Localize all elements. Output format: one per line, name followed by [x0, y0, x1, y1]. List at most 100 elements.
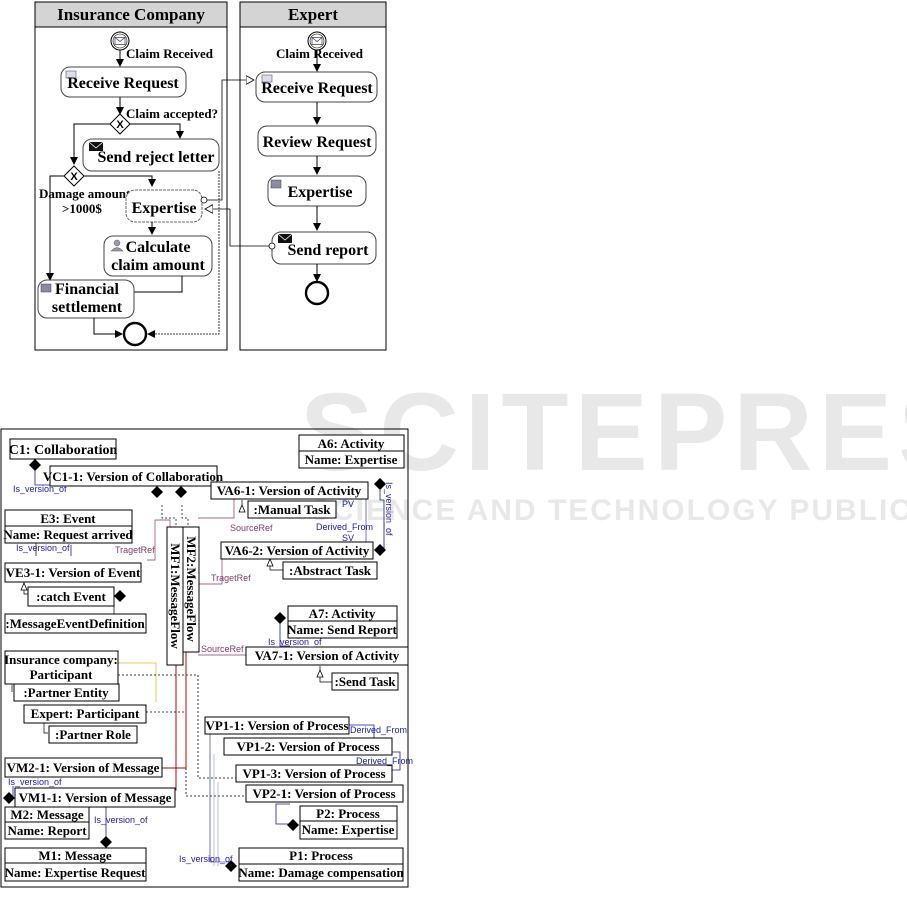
svg-text:Is_version_of: Is_version_of	[16, 543, 70, 553]
svg-text:VA7-1: Version of Activity: VA7-1: Version of Activity	[255, 648, 400, 663]
p2-process: P2: Process Name: Expertise	[299, 805, 398, 840]
svg-text:VP1-2: Version of Process: VP1-2: Version of Process	[236, 739, 379, 754]
svg-text:Receive Request: Receive Request	[67, 75, 179, 92]
script-icon	[270, 179, 282, 189]
svg-text:TragetRef: TragetRef	[211, 573, 251, 583]
svg-text:Financial: Financial	[55, 281, 120, 298]
ins-end-event	[122, 321, 148, 347]
svg-text:Expertise: Expertise	[288, 184, 353, 201]
svg-text:Is_version_of: Is_version_of	[8, 777, 62, 787]
svg-text::Partner Role: :Partner Role	[55, 727, 131, 742]
m1-message: M1: Message Name: Expertise Request	[4, 847, 147, 882]
svg-text:VA6-1: Version of Activity: VA6-1: Version of Activity	[217, 483, 362, 498]
manual-task: :Manual Task	[247, 500, 337, 519]
svg-text:Name: Expertise: Name: Expertise	[302, 822, 395, 837]
svg-text:Review Request: Review Request	[263, 134, 373, 151]
svg-text:VA6-2: Version of Activity: VA6-2: Version of Activity	[225, 543, 370, 558]
svg-text:VM1-1: Version of Message: VM1-1: Version of Message	[19, 790, 172, 805]
svg-text:Is_version_of: Is_version_of	[94, 815, 148, 825]
svg-text:Participant: Participant	[30, 667, 93, 682]
svg-text:X: X	[116, 119, 124, 131]
vp1-3-version-of-process: VP1-3: Version of Process	[235, 764, 393, 783]
svg-text:E3: Event: E3: Event	[40, 511, 96, 526]
svg-text:X: X	[70, 171, 78, 183]
exp-claim-received: Claim Received	[276, 46, 364, 61]
svg-text::MessageEventDefinition: :MessageEventDefinition	[5, 616, 145, 631]
svg-text:Is_version_of: Is_version_of	[13, 484, 67, 494]
p1-process: P1: Process Name: Damage compensation	[238, 847, 404, 882]
generalization-triangles	[20, 503, 324, 678]
svg-text:Derived_From: Derived_From	[316, 522, 373, 532]
envelope-filled-icon	[278, 234, 292, 243]
svg-text:MF1:MessageFlow: MF1:MessageFlow	[168, 543, 183, 649]
va7-1-version-of-activity: VA7-1: Version of Activity	[245, 646, 409, 666]
svg-text:A6: Activity: A6: Activity	[318, 436, 385, 451]
ins-claim-accepted: Claim accepted?	[126, 106, 218, 121]
vc1-version-of-collaboration: VC1-1: Version of Collaboration	[43, 465, 224, 487]
envelope-icon	[65, 70, 77, 79]
svg-text:C1: Collaboration: C1: Collaboration	[9, 443, 118, 458]
exp-receive-request-task: Receive Request	[255, 71, 378, 103]
svg-text:A7: Activity: A7: Activity	[309, 606, 376, 621]
svg-text:TragetRef: TragetRef	[115, 545, 155, 555]
message-event-definition: :MessageEventDefinition	[4, 613, 147, 634]
svg-text:claim amount: claim amount	[111, 257, 205, 274]
svg-text:VP1-3: Version of Process: VP1-3: Version of Process	[242, 766, 385, 781]
ve3-version-of-event: VE3-1: Version of Event	[4, 562, 142, 583]
ins-gateway-claim-accepted: X	[109, 113, 131, 135]
svg-text:P2: Process: P2: Process	[316, 806, 380, 821]
svg-text:Name: Send Report: Name: Send Report	[287, 622, 397, 637]
svg-text:M2: Message: M2: Message	[10, 807, 84, 822]
exp-expertise-task: Expertise	[267, 175, 367, 207]
watermark-main: SCITEPRESS	[300, 371, 907, 494]
ins-financial-settlement-task: Financial settlement	[37, 279, 135, 319]
svg-text:Name: Expertise: Name: Expertise	[305, 452, 398, 467]
svg-text::Abstract Task: :Abstract Task	[289, 563, 372, 578]
va6-1-version-of-activity: VA6-1: Version of Activity	[210, 481, 369, 500]
svg-text:VC1-1: Version of Collaboratio: VC1-1: Version of Collaboration	[43, 469, 224, 484]
pool-expert-title: Expert	[288, 5, 338, 24]
svg-text:VM2-1: Version of Message: VM2-1: Version of Message	[7, 760, 160, 775]
svg-text:settlement: settlement	[52, 299, 123, 316]
exp-review-request-task: Review Request	[257, 125, 377, 157]
a6-activity: A6: Activity Name: Expertise	[298, 434, 405, 469]
va6-2-version-of-activity: VA6-2: Version of Activity	[220, 541, 374, 560]
mf1-message-flow: MF1:MessageFlow	[166, 526, 184, 666]
mf2-message-flow: MF2:MessageFlow	[182, 526, 200, 653]
svg-text:Calculate: Calculate	[126, 239, 191, 256]
envelope-filled-icon	[89, 142, 103, 151]
watermark-sub: SCIENCE AND TECHNOLOGY PUBLICATIONS	[310, 494, 907, 527]
ins-damage-amount: Damage amount	[39, 186, 131, 201]
expert-participant: Expert: Participant	[23, 704, 147, 724]
partner-role: :Partner Role	[48, 725, 138, 744]
svg-text:PV: PV	[342, 499, 354, 509]
ins-claim-received: Claim Received	[126, 46, 214, 61]
svg-text:VP1-1: Version of Process: VP1-1: Version of Process	[205, 718, 348, 733]
vm2-version-of-message: VM2-1: Version of Message	[4, 757, 163, 778]
abstract-task: :Abstract Task	[282, 561, 378, 580]
ins-gateway-damage-amount: X	[63, 165, 85, 187]
svg-text:Name: Expertise Request: Name: Expertise Request	[5, 865, 146, 880]
catch-event: :catch Event	[27, 586, 115, 607]
svg-text:SV: SV	[342, 533, 354, 543]
vm1-version-of-message: VM1-1: Version of Message	[14, 787, 176, 808]
send-task: :Send Task	[331, 672, 399, 691]
svg-text:SourceRef: SourceRef	[230, 523, 273, 533]
svg-text:VP2-1: Version of Process: VP2-1: Version of Process	[252, 786, 395, 801]
envelope-icon	[114, 37, 126, 45]
a7-activity: A7: Activity Name: Send Report	[287, 605, 398, 639]
pool-insurance-title: Insurance Company	[57, 5, 205, 24]
message-flow-report	[205, 209, 272, 246]
envelope-icon	[311, 37, 323, 45]
ins-calculate-claim-task: Calculate claim amount	[103, 235, 213, 277]
svg-text:VE3-1: Version of Event: VE3-1: Version of Event	[6, 565, 141, 580]
ins-send-reject-task: Send reject letter	[82, 138, 220, 172]
svg-text:M1: Message: M1: Message	[38, 848, 112, 863]
composition-diamonds	[3, 459, 386, 872]
svg-text:P1: Process: P1: Process	[289, 848, 353, 863]
ins-damage-threshold: >1000$	[62, 201, 102, 216]
svg-text:MF2:MessageFlow: MF2:MessageFlow	[184, 536, 199, 642]
ins-receive-request-task: Receive Request	[60, 66, 187, 98]
message-flow-request	[204, 80, 254, 200]
